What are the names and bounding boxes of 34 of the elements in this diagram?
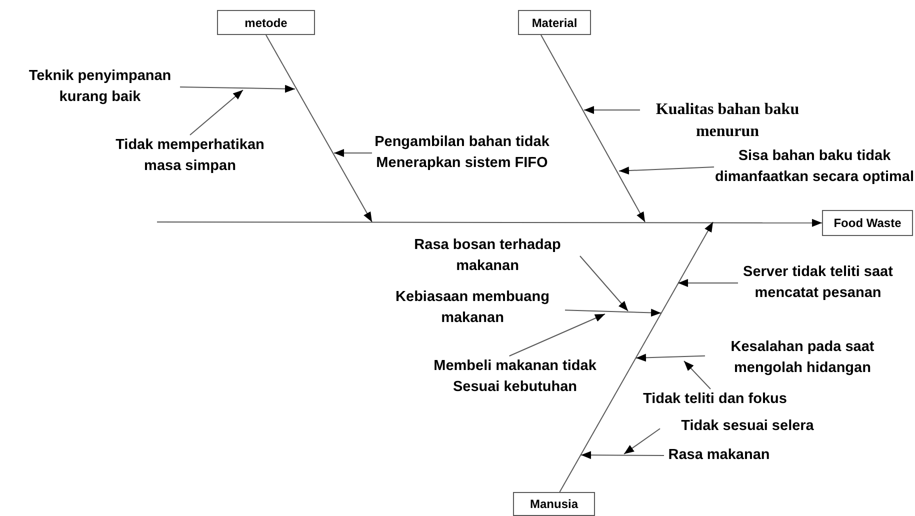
arrow (180, 84, 296, 93)
cause-text: Kebiasaan membuang makanan (380, 287, 565, 329)
arrow (564, 308, 662, 317)
arrow (156, 218, 822, 227)
arrow (618, 166, 714, 175)
cause-text: Tidak sesuai selera (660, 416, 835, 437)
arrow (580, 451, 664, 460)
arrow (559, 222, 714, 492)
arrow (684, 360, 711, 390)
cause-text: Sisa bahan baku tidak dimanfaatkan secara optimal (714, 146, 915, 188)
category-box: Manusia (513, 492, 595, 516)
effect-box: Food Waste (822, 210, 913, 236)
arrow (266, 34, 372, 222)
arrow (636, 354, 706, 362)
cause-text: Server tidak teliti saat mencatat pesanan (738, 262, 898, 304)
category-box: Material (518, 10, 591, 35)
cause-text: Pengambilan bahan tidak Menerapkan sistem FIFO (372, 132, 552, 174)
arrow (678, 279, 738, 287)
cause-text: Tidak teliti dan fokus (640, 389, 790, 410)
arrow (334, 149, 372, 157)
cause-text: Teknik penyimpanan kurang baik (20, 66, 180, 108)
category-box: metode (217, 10, 315, 35)
cause-text: Membeli makanan tidak Sesuai kebutuhan (420, 356, 610, 398)
arrow (190, 90, 244, 136)
arrow (540, 34, 646, 222)
cause-text: Kualitas bahan baku menurun (640, 99, 815, 143)
arrow (584, 106, 640, 114)
cause-text: Kesalahan pada saat mengolah hidangan (705, 337, 900, 379)
arrow (508, 314, 606, 356)
cause-text: Rasa bosan terhadap makanan (395, 235, 580, 277)
arrow (580, 256, 628, 312)
arrow (624, 428, 660, 454)
cause-text: Tidak memperhatikan masa simpan (105, 135, 275, 177)
cause-text: Rasa makanan (664, 445, 774, 466)
